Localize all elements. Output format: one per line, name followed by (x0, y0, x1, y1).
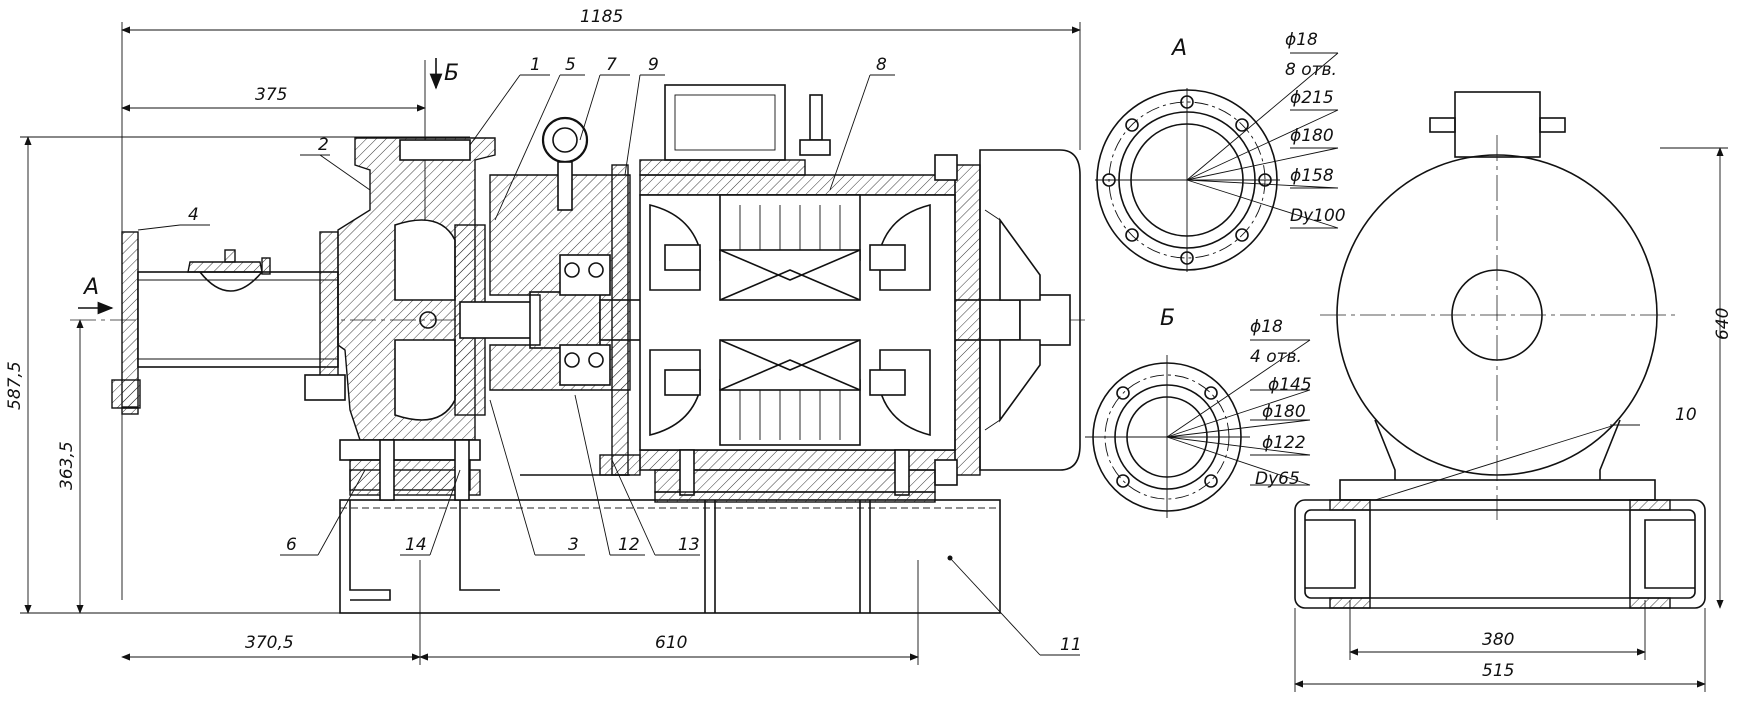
callout-14: 14 (405, 535, 427, 555)
flange-b-bolt-count: 4 отв. (1250, 347, 1302, 367)
inlet-pipe (111, 231, 339, 415)
view-a-arrow-label: A (82, 275, 99, 300)
flange-view-a: А ϕ18 8 отв. ϕ215 ϕ180 ϕ158 Dy100 (1095, 30, 1346, 272)
side-view: 640 380 515 (1294, 91, 1733, 692)
view-a-title: А (1170, 36, 1187, 61)
flange-a-outer-dia: ϕ215 (1290, 88, 1334, 108)
dim-text-587-5: 587,5 (5, 361, 25, 410)
dim-text-610: 610 (655, 633, 687, 653)
flange-b-outer-dia: ϕ180 (1262, 402, 1306, 422)
flange-b-nominal: Dy65 (1255, 469, 1300, 489)
callouts: 1 2 3 4 5 6 7 8 9 10 11 12 (137, 55, 1697, 656)
flange-a-pcd: ϕ180 (1290, 126, 1334, 146)
electric-motor (599, 84, 1081, 496)
view-a-marker: A (78, 275, 114, 315)
flange-b-raised-face: ϕ122 (1262, 433, 1306, 453)
dim-text-515: 515 (1482, 661, 1514, 681)
callout-7: 7 (606, 55, 617, 75)
dim-363-5: 363,5 (57, 319, 84, 614)
callout-9: 9 (648, 55, 659, 75)
flange-a-bolt-count: 8 отв. (1285, 60, 1337, 80)
flange-a-nominal: Dy100 (1290, 206, 1346, 226)
section-b-marker: Б (429, 58, 459, 90)
base-frame (339, 439, 1001, 614)
callout-12: 12 (618, 535, 640, 555)
callout-8: 8 (876, 55, 887, 75)
flange-a-bolt-dia: ϕ18 (1285, 30, 1318, 50)
callout-11: 11 (1060, 635, 1082, 655)
callout-6: 6 (286, 535, 297, 555)
dim-587-5: 587,5 (5, 136, 470, 614)
dim-text-1185: 1185 (580, 7, 623, 27)
section-b-arrow-label: Б (444, 61, 459, 86)
flange-b-bolt-dia: ϕ18 (1250, 317, 1283, 337)
eye-bolt (541, 116, 589, 211)
callout-2: 2 (318, 135, 329, 155)
callout-4: 4 (188, 205, 199, 225)
callout-5: 5 (565, 55, 576, 75)
dim-text-375: 375 (255, 85, 287, 105)
bearing-housing (489, 174, 631, 476)
view-b-title: Б (1160, 306, 1175, 331)
callout-10: 10 (1675, 405, 1697, 425)
flange-a-raised-face: ϕ158 (1290, 166, 1334, 186)
callout-13: 13 (678, 535, 700, 555)
flange-b-pcd: ϕ145 (1268, 375, 1312, 395)
dim-text-363-5: 363,5 (57, 441, 77, 490)
dim-text-370-5: 370,5 (245, 633, 294, 653)
callout-3: 3 (568, 535, 579, 555)
dim-text-640: 640 (1713, 308, 1733, 340)
callout-1: 1 (530, 55, 541, 75)
flange-view-b: Б ϕ18 4 отв. ϕ145 ϕ180 ϕ122 Dy65 (1085, 306, 1312, 518)
dim-text-380: 380 (1482, 630, 1514, 650)
